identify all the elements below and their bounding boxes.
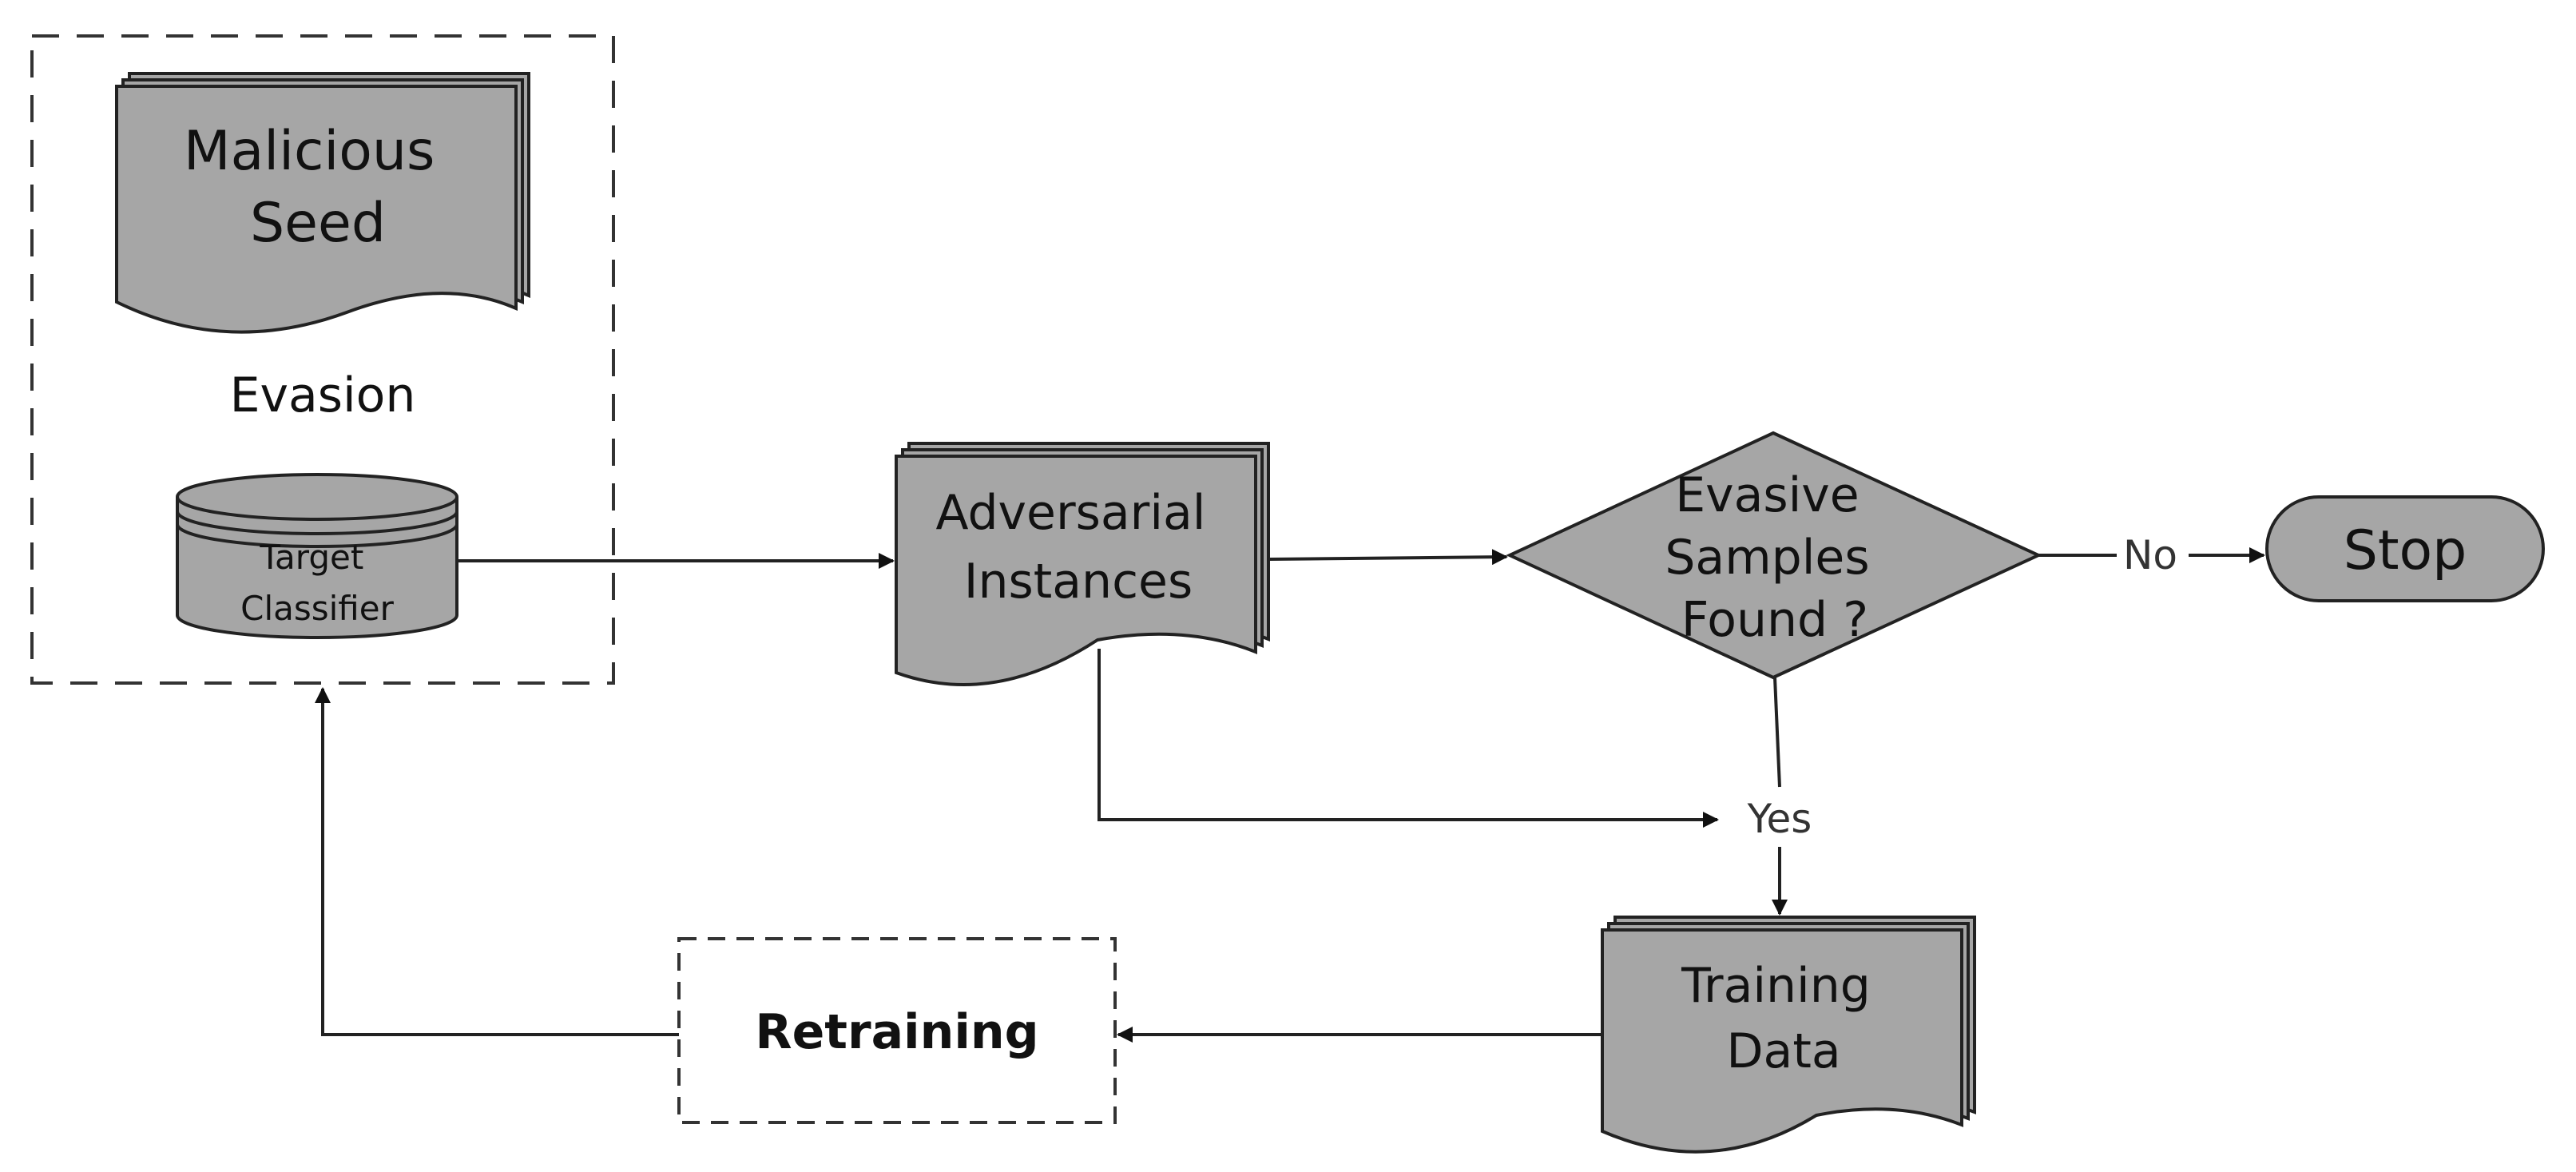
decision-line-1: Evasive [1675,467,1860,523]
evasion-group-border [30,34,615,685]
edge-adversarial-to-decision [1268,549,1508,566]
edge-adversarial-to-yes [1097,649,1719,828]
target-classifier-line-2: Classifier [240,589,394,628]
retraining-label: Retraining [755,1004,1038,1060]
edge-label-yes: Yes [1747,796,1812,842]
stop-label: Stop [2344,519,2467,582]
node-target-classifier: Target Classifier [176,473,458,639]
adversarial-instances-line-2: Instances [964,554,1193,610]
decision-line-2: Samples [1665,530,1869,586]
edge-decision-to-yes [1773,677,1781,788]
svg-text:Adversarial Instances: Adversarial Instances [935,485,1221,610]
node-stop: Stop [2265,495,2545,602]
edges [315,547,2265,1043]
edge-retraining-to-evasion [315,687,679,1036]
node-retraining: Retraining [677,937,1117,1124]
svg-text:Evasive Samples Fo: Evasive Samples Found ? [1665,467,1884,648]
svg-text:Malicious Seed: Malicious Seed [184,120,452,255]
evasion-label: Evasion [230,367,416,423]
training-data-line-2: Data [1726,1023,1840,1079]
svg-text:Target Classifier: Target Classifier [240,538,394,628]
node-decision: Evasive Samples Found ? [1506,431,2042,680]
edge-label-no: No [2123,532,2177,578]
adversarial-instances-line-1: Adversarial [935,485,1205,541]
node-adversarial-instances: Adversarial Instances [895,442,1270,686]
malicious-seed-line-1: Malicious [184,120,435,183]
node-training-data: Training Data [1601,916,1976,1154]
training-data-line-1: Training [1681,958,1871,1014]
evasion-group: Evasion [30,34,615,685]
node-malicious-seed: Malicious Seed [115,72,530,334]
malicious-seed-line-2: Seed [250,192,386,255]
target-classifier-line-1: Target [259,538,363,577]
decision-line-3: Found ? [1681,592,1868,648]
svg-text:Training Data: Training Data [1681,958,1886,1079]
